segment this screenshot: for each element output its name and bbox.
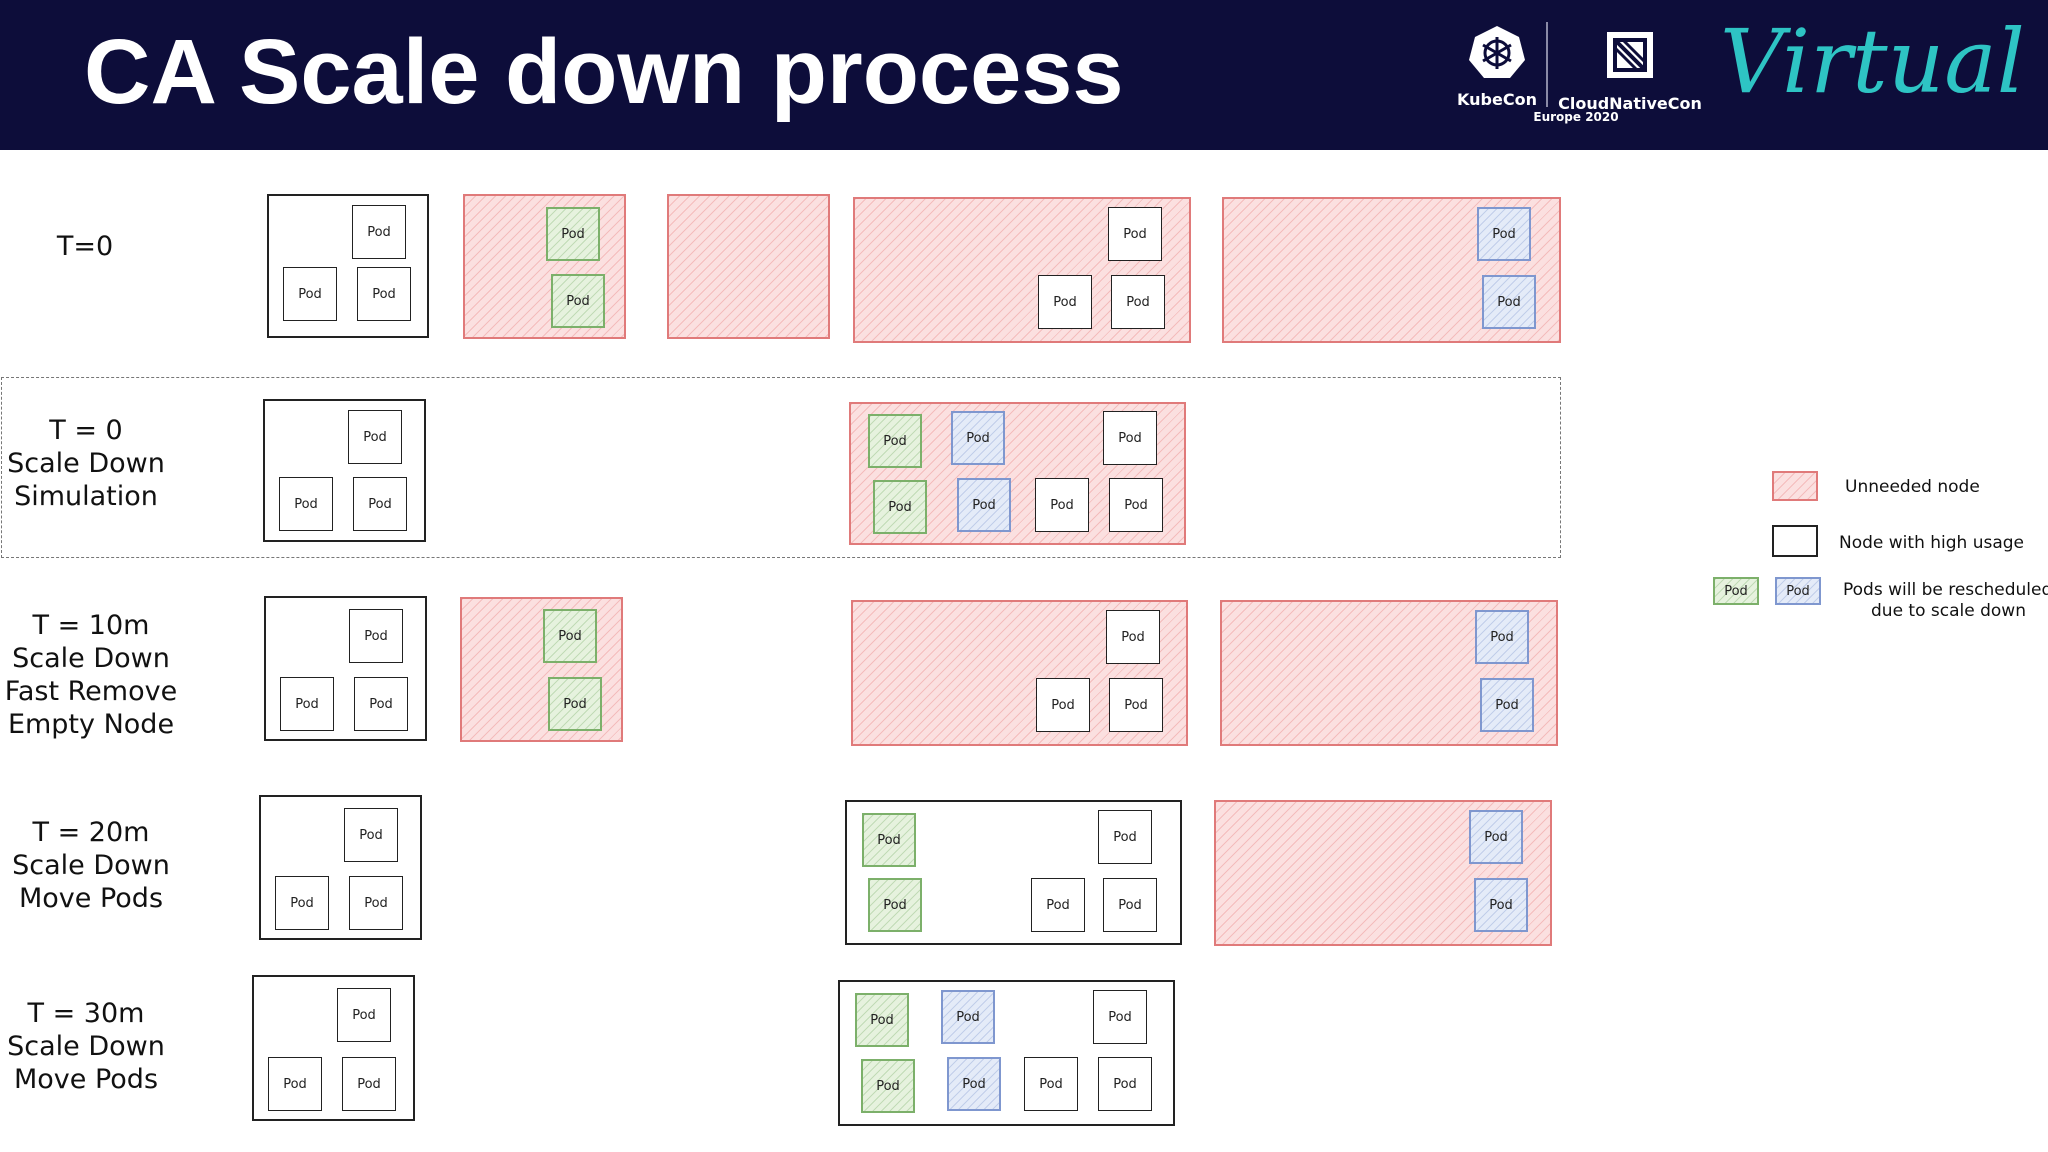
cloudnativecon-logo: CloudNativeCon [1555,26,1705,113]
pod: Pod [1103,411,1157,465]
pod-rescheduled-green: Pod [546,207,600,261]
pod-rescheduled-blue: Pod [1477,207,1531,261]
pod: Pod [352,205,406,259]
page-title: CA Scale down process [84,21,1124,123]
pod: Pod [349,876,403,930]
pod: Pod [1109,478,1163,532]
node-unneeded: Pod Pod [463,194,626,339]
pod: Pod [275,876,329,930]
node-unneeded: Pod Pod Pod [851,600,1188,746]
pod: Pod [1036,678,1090,732]
pod: Pod [1098,1057,1152,1111]
simulation-dashed-box [1,377,1561,558]
node-high-usage: Pod Pod Pod [264,596,427,741]
pod: Pod [1109,678,1163,732]
node-unneeded: Pod Pod [1220,600,1558,746]
legend-unneeded-swatch [1772,471,1818,501]
pod-rescheduled-green: Pod [548,677,602,731]
legend-unneeded-label: Unneeded node [1845,477,1980,497]
pod: Pod [1035,478,1089,532]
pod-rescheduled-green: Pod [855,993,909,1047]
node-unneeded: Pod Pod [1222,197,1561,343]
node-unneeded-empty [667,194,830,339]
pod: Pod [353,477,407,531]
node-unneeded: Pod Pod Pod Pod Pod Pod Pod [849,402,1186,545]
pod: Pod [1111,275,1165,329]
node-unneeded: Pod Pod [460,597,623,742]
cncf-icon [1607,32,1653,78]
pod: Pod [1024,1057,1078,1111]
kubecon-text: KubeCon [1457,90,1537,109]
legend-blue-pod-swatch: Pod [1775,577,1821,605]
kubernetes-icon [1469,26,1525,78]
kubecon-logo: KubeCon [1455,22,1539,109]
node-high-usage: Pod Pod Pod Pod Pod Pod Pod [838,980,1175,1126]
pod: Pod [1108,207,1162,261]
row-label-t20m: T = 20m Scale Down Move Pods [12,817,170,914]
pod: Pod [280,677,334,731]
pod-rescheduled-blue: Pod [1480,678,1534,732]
legend-high-usage-swatch [1772,525,1818,557]
pod: Pod [1038,275,1092,329]
pod: Pod [268,1057,322,1111]
node-unneeded: Pod Pod [1214,800,1552,946]
pod: Pod [348,410,402,464]
pod-rescheduled-blue: Pod [1475,610,1529,664]
pod-rescheduled-green: Pod [873,480,927,534]
virtual-wordmark: Virtual [1720,10,2025,113]
pod: Pod [344,808,398,862]
pod: Pod [349,609,403,663]
node-unneeded: Pod Pod Pod [853,197,1191,343]
pod-rescheduled-blue: Pod [941,990,995,1044]
row-label-simulation: T = 0 Scale Down Simulation [7,415,165,512]
pod: Pod [342,1057,396,1111]
row-label-t10m: T = 10m Scale Down Fast Remove Empty Nod… [4,610,178,740]
header-bar: CA Scale down process KubeCon CloudNativ… [0,0,2048,150]
cloudnativecon-text: CloudNativeCon [1558,94,1702,113]
logo-divider [1546,22,1548,107]
legend-rescheduled-line2: due to scale down [1871,601,2026,621]
pod-rescheduled-green: Pod [862,813,916,867]
pod-rescheduled-green: Pod [551,274,605,328]
row-label-t0: T=0 [56,231,114,262]
pod-rescheduled-blue: Pod [1469,810,1523,864]
pod-rescheduled-blue: Pod [1482,275,1536,329]
pod: Pod [337,988,391,1042]
row-label-t30m: T = 30m Scale Down Move Pods [7,998,165,1095]
pod: Pod [1103,878,1157,932]
pod: Pod [1031,878,1085,932]
pod: Pod [357,267,411,321]
pod-rescheduled-green: Pod [861,1059,915,1113]
pod: Pod [283,267,337,321]
legend-green-pod-swatch: Pod [1713,577,1759,605]
node-high-usage: Pod Pod Pod [267,194,429,338]
legend-high-usage-label: Node with high usage [1839,533,2025,553]
pod-rescheduled-blue: Pod [947,1057,1001,1111]
event-subtitle: Europe 2020 [1533,110,1619,124]
pod-rescheduled-green: Pod [868,878,922,932]
pod-rescheduled-green: Pod [868,414,922,468]
pod-rescheduled-blue: Pod [957,478,1011,532]
node-high-usage: Pod Pod Pod [263,399,426,542]
pod: Pod [279,477,333,531]
pod-rescheduled-green: Pod [543,609,597,663]
pod: Pod [1098,810,1152,864]
node-high-usage: Pod Pod Pod [259,795,422,940]
legend-rescheduled-line1: Pods will be rescheduled [1843,580,2048,600]
node-high-usage: Pod Pod Pod Pod Pod [845,800,1182,945]
pod: Pod [1093,990,1147,1044]
pod: Pod [354,677,408,731]
pod-rescheduled-blue: Pod [1474,878,1528,932]
pod-rescheduled-blue: Pod [951,411,1005,465]
pod: Pod [1106,610,1160,664]
node-high-usage: Pod Pod Pod [252,975,415,1121]
